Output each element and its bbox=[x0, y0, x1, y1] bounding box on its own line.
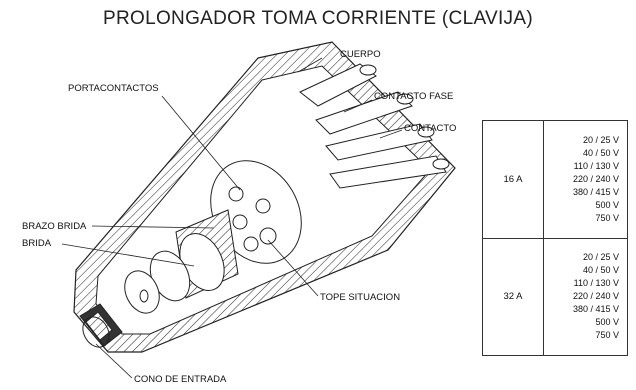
contact-pins bbox=[299, 63, 450, 189]
amperage-cell: 32 A bbox=[482, 237, 544, 356]
voltage-value: 500 V bbox=[595, 317, 619, 328]
voltage-value: 110 / 130 V bbox=[573, 278, 619, 289]
voltage-value: 220 / 240 V bbox=[572, 173, 619, 184]
label-tope-situacion: TOPE SITUACION bbox=[320, 292, 400, 303]
voltage-value: 220 / 240 V bbox=[572, 291, 619, 302]
voltage-value: 500 V bbox=[595, 199, 619, 210]
voltage-value: 110 / 130 V bbox=[573, 160, 619, 171]
voltage-value: 40 / 50 V bbox=[582, 265, 619, 276]
contact-carrier bbox=[210, 160, 302, 264]
amperage-cell: 16 A bbox=[482, 120, 544, 239]
label-cuerpo: CUERPO bbox=[340, 49, 381, 60]
voltage-value: 750 V bbox=[595, 330, 619, 341]
voltage-list: 20 / 25 V 40 / 50 V 110 / 130 V 220 / 24… bbox=[543, 120, 628, 239]
flange bbox=[124, 209, 239, 314]
entry-cone bbox=[79, 303, 123, 348]
label-portacontactos: PORTACONTACTOS bbox=[68, 83, 159, 94]
voltage-value: 380 / 415 V bbox=[572, 304, 619, 315]
table-row: 32 A 20 / 25 V 40 / 50 V 110 / 130 V 220… bbox=[482, 237, 628, 356]
voltage-value: 40 / 50 V bbox=[582, 147, 619, 158]
leader-lines bbox=[61, 57, 403, 379]
voltage-table: 16 A 20 / 25 V 40 / 50 V 110 / 130 V 220… bbox=[482, 120, 628, 356]
voltage-value: 20 / 25 V bbox=[582, 252, 619, 263]
table-row: 16 A 20 / 25 V 40 / 50 V 110 / 130 V 220… bbox=[482, 120, 628, 239]
label-brazo-brida: BRAZO BRIDA bbox=[22, 221, 87, 232]
label-contacto: CONTACTO bbox=[404, 123, 456, 134]
label-brida: BRIDA bbox=[22, 238, 52, 249]
page-title: PROLONGADOR TOMA CORRIENTE (CLAVIJA) bbox=[103, 8, 533, 29]
voltage-value: 380 / 415 V bbox=[572, 186, 619, 197]
voltage-list: 20 / 25 V 40 / 50 V 110 / 130 V 220 / 24… bbox=[543, 237, 628, 356]
voltage-value: 750 V bbox=[595, 212, 619, 223]
voltage-value: 20 / 25 V bbox=[582, 134, 619, 145]
label-cono-de-entrada: CONO DE ENTRADA bbox=[134, 374, 227, 385]
label-contacto-fase: CONTACTO FASE bbox=[374, 91, 453, 102]
